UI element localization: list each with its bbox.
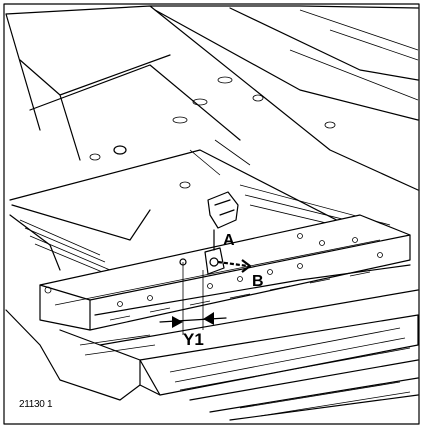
y1-dimension xyxy=(159,262,227,335)
leader-b xyxy=(217,260,249,268)
bracket xyxy=(207,191,239,229)
upper-panel xyxy=(5,5,419,191)
label-y1: Y1 xyxy=(183,330,204,349)
y1-arrow-left xyxy=(172,316,183,328)
figure-frame xyxy=(3,3,420,425)
fastener-detail xyxy=(179,229,252,275)
label-a: A xyxy=(223,232,235,249)
figure-reference-number: 21130 1 xyxy=(19,399,53,410)
label-b: B xyxy=(252,273,264,290)
mid-floor xyxy=(9,139,399,277)
y1-arrow-right xyxy=(203,312,214,325)
cross-member xyxy=(39,214,411,331)
lower-floor xyxy=(5,264,419,421)
